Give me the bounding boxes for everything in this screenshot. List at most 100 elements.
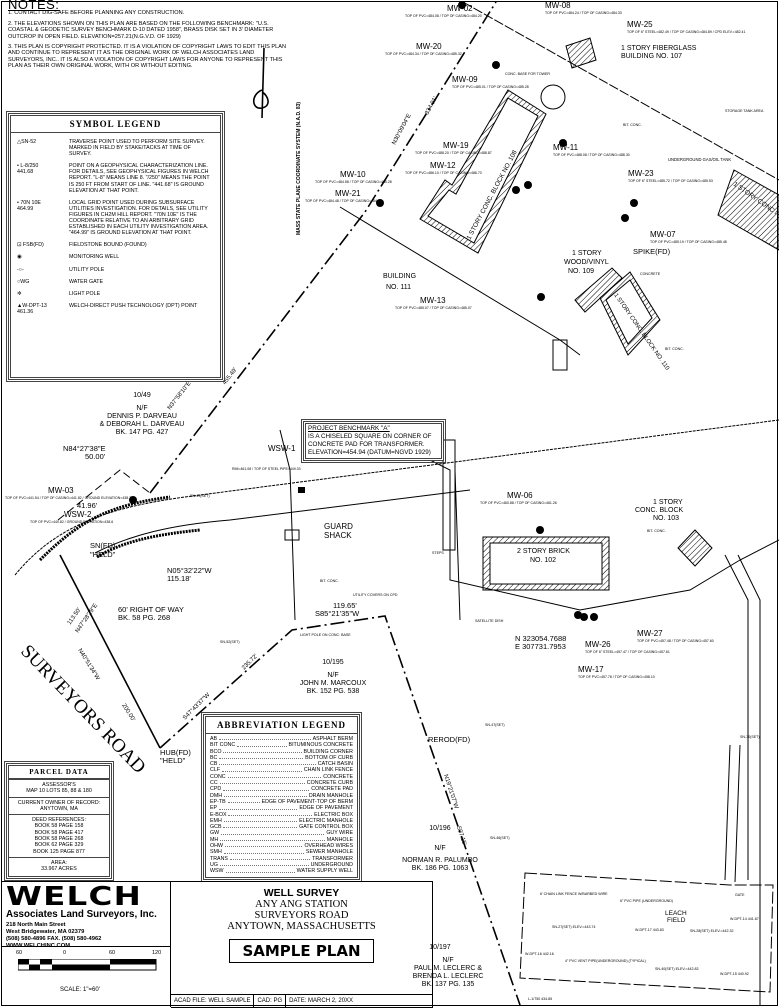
leader-dots <box>224 843 303 848</box>
leader-dots <box>219 755 304 760</box>
driveway <box>724 554 749 880</box>
abbreviation-meaning: DRAIN MANHOLE <box>308 792 353 799</box>
site-town: ANYTOWN, MASSACHUSETTS <box>227 921 376 932</box>
monitoring-wells <box>129 1 638 621</box>
driveway <box>279 429 296 621</box>
leader-dots <box>223 818 298 823</box>
monitoring-well-icon <box>524 181 532 189</box>
abbreviation: OHW <box>210 843 223 850</box>
cpd-pad <box>552 339 568 371</box>
leader-dots <box>219 780 305 785</box>
deed-ref: BOOK 58 PAGE 158 <box>34 823 84 830</box>
driveway <box>454 469 461 621</box>
abbreviation-meaning: ELECTRIC BOX <box>314 811 353 818</box>
dpt-point-label: W-DPT-16 442.16 <box>525 952 554 956</box>
driveway <box>734 744 741 883</box>
driveway <box>724 744 731 881</box>
leader-dots <box>219 761 316 766</box>
owner-label: CURRENT OWNER OF RECORD: <box>17 799 101 806</box>
well-label: MW-06 <box>507 491 533 500</box>
leader-dots <box>225 868 295 873</box>
owner-name: BRENDA L. LECLERC <box>413 973 484 980</box>
building-label: 2 STORY BRICK <box>517 548 570 555</box>
well-detail: TOP OF PVC=484.24 / TOP OF CASING=484.33 <box>545 11 622 15</box>
building-label: BUILDING NO. 107 <box>621 53 682 60</box>
scale-tick: 60 <box>16 950 23 956</box>
abbreviation: SMH <box>210 849 222 856</box>
abbreviation: BC <box>210 754 218 761</box>
leader-dots <box>228 812 313 816</box>
tower-base <box>540 84 566 110</box>
sample-plan-stamp: SAMPLE PLAN <box>229 939 374 963</box>
well-detail: TOP OF PVC=485.07 / TOP OF CASING=485.07 <box>395 306 472 310</box>
well-label: MW-10 <box>340 170 366 179</box>
owner-value: ANYTOWN, MA <box>40 805 78 812</box>
north-arrow-icon <box>252 47 269 119</box>
owner-name: & DEBORAH L. DARVEAU <box>100 421 185 428</box>
monitoring-well-icon <box>492 61 500 69</box>
well-label: MW-20 <box>416 42 442 51</box>
well-label: WSW-2 <box>64 510 92 519</box>
well-detail: TOP OF PVC=484.48 / TOP OF CASING=484.76 <box>305 199 382 203</box>
benchmark-title: PROJECT BENCHMARK "A" <box>308 425 390 432</box>
pipe-label: 4" PVC VENT PIPE(UNDERGROUND) (TYPICAL) <box>565 959 646 963</box>
abbreviation-meaning: GATE CONTROL BOX <box>299 824 353 831</box>
abbreviation: CB <box>210 761 218 768</box>
fieldstone-bound-icon: ⊡ FSB(FD) <box>17 242 44 249</box>
well-detail: TOP OF PVC=488.08 / TOP OF CASING=488.30 <box>553 153 630 157</box>
building-103 <box>677 529 713 567</box>
deed-ref: BK. 186 PG. 1063 <box>412 865 469 872</box>
well-detail: TOP OF 6" STEEL=457.47 / TOP OF CASING=4… <box>585 650 670 654</box>
deed-ref: BOOK 125 PAGE 877 <box>33 848 85 855</box>
traverse-point-label: SN-47(SET) <box>485 723 505 727</box>
coord-system-label: MASS STATE PLANE COORDINATE SYSTEM (N.A.… <box>296 102 302 235</box>
abbreviation-meaning: MANHOLE <box>326 836 353 843</box>
deed-ref: BOOK 62 PAGE 329 <box>34 842 84 849</box>
abbreviation: GW <box>210 830 220 837</box>
lot-number: 10/49 <box>133 392 151 399</box>
building-label: WOOD/VINYL <box>564 259 609 266</box>
grid-point-icon: • 70N 10E 464.99 <box>17 199 41 212</box>
abbreviation: EP <box>210 805 218 812</box>
well-label: MW-03 <box>48 486 74 495</box>
surface-label: BIT. CONC. <box>623 123 642 127</box>
abbreviation: BCO <box>210 748 222 755</box>
plan-date: DATE: MARCH 2, 20XX <box>289 998 354 1004</box>
assessor-value: MAP 10 LOTS 85, 88 & 180 <box>26 788 92 795</box>
owner-name: DENNIS P. DARVEAU <box>107 413 177 420</box>
benchmark-line: IS A CHISELED SQUARE ON CORNER OF <box>308 433 432 440</box>
driveway <box>737 554 761 1005</box>
area-label: AREA: <box>51 859 67 866</box>
distance-label: 334.01' <box>424 96 438 116</box>
abbreviation: CPD <box>210 786 222 793</box>
rip-rap <box>38 495 171 562</box>
legend-row-fieldstone-bound: ⊡ FSB(FD)FIELDSTONE BOUND (FOUND) <box>17 242 220 248</box>
well-detail: TOP OF PVC=485.01 / TOP OF CASING=485.28 <box>452 85 529 89</box>
monument-label: SN(FD) <box>90 541 116 550</box>
distance-label: 41.96' <box>77 501 98 510</box>
well-detail: RIM=461.08 / TOP OF STEEL PIPE=449.33 <box>232 467 301 471</box>
monitoring-well-icon <box>458 1 466 9</box>
building-label: GUARD <box>324 522 353 531</box>
legend-desc: POINT ON A GEOPHYSICAL CHARACTERIZATION … <box>69 163 210 194</box>
deed-ref: BK. 152 PG. 538 <box>307 688 360 695</box>
abbreviation-legend-title: ABBREVIATION LEGEND <box>206 717 357 734</box>
abbreviation-meaning: SEWER MANHOLE <box>305 849 353 856</box>
leader-dots <box>219 862 309 867</box>
abbreviation-meaning: TRANSFORMER <box>312 855 353 862</box>
abbreviation: AB <box>210 736 218 742</box>
company-logo: WELCH <box>6 882 143 912</box>
well-label: MW-21 <box>335 189 361 198</box>
